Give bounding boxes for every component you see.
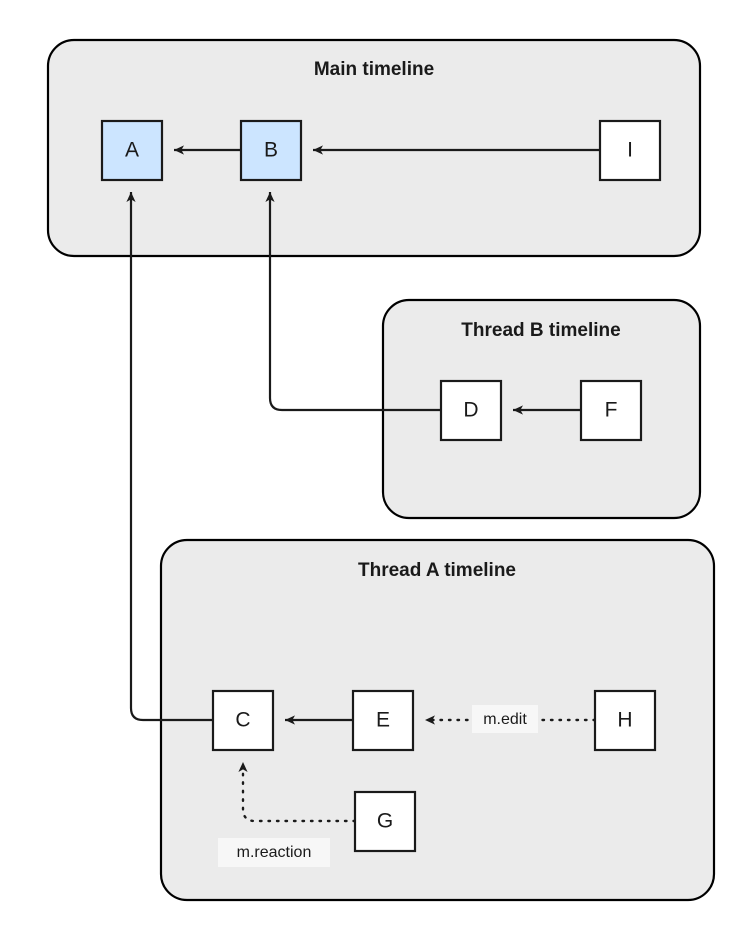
node-B[interactable]: B <box>239 119 303 182</box>
group-thread-b-timeline-label: Thread B timeline <box>461 320 620 341</box>
edge-C-to-A <box>126 192 213 722</box>
node-E-box <box>351 689 415 752</box>
group-main-timeline[interactable]: Main timeline <box>46 38 702 258</box>
edge-label-m-edit: m.edit <box>472 705 538 733</box>
group-main-timeline-box <box>46 38 702 258</box>
edge-label-m-reaction: m.reaction <box>218 838 330 867</box>
node-D-box <box>439 379 503 442</box>
edge-D-to-B <box>265 192 441 412</box>
group-main-timeline-label: Main timeline <box>314 59 434 80</box>
group-thread-a-timeline-label: Thread A timeline <box>358 560 516 581</box>
node-I-box <box>598 119 662 182</box>
edge-G-to-C <box>238 760 357 823</box>
node-A-box <box>100 119 164 182</box>
node-I[interactable]: I <box>598 119 662 182</box>
node-G[interactable]: G <box>353 790 417 853</box>
node-I-label: I <box>627 139 633 162</box>
edge-label-m-reaction-bg <box>218 838 330 867</box>
node-F[interactable]: F <box>579 379 643 442</box>
node-D[interactable]: D <box>439 379 503 442</box>
node-B-box <box>239 119 303 182</box>
edge-label-m-reaction-text: m.reaction <box>237 844 312 861</box>
edge-label-m-edit-bg <box>472 705 538 733</box>
node-H-box <box>593 689 657 752</box>
edge-label-m-edit-text: m.edit <box>483 711 527 728</box>
node-E[interactable]: E <box>351 689 415 752</box>
node-C-label: C <box>235 709 250 732</box>
node-H-label: H <box>617 709 632 732</box>
node-C-box <box>211 689 275 752</box>
node-B-label: B <box>264 139 278 162</box>
node-E-label: E <box>376 709 390 732</box>
node-H[interactable]: H <box>593 689 657 752</box>
node-C[interactable]: C <box>211 689 275 752</box>
node-G-box <box>353 790 417 853</box>
node-G-label: G <box>377 810 393 833</box>
node-F-label: F <box>605 399 618 422</box>
node-A[interactable]: A <box>100 119 164 182</box>
node-F-box <box>579 379 643 442</box>
node-D-label: D <box>463 399 478 422</box>
node-A-label: A <box>125 139 139 162</box>
